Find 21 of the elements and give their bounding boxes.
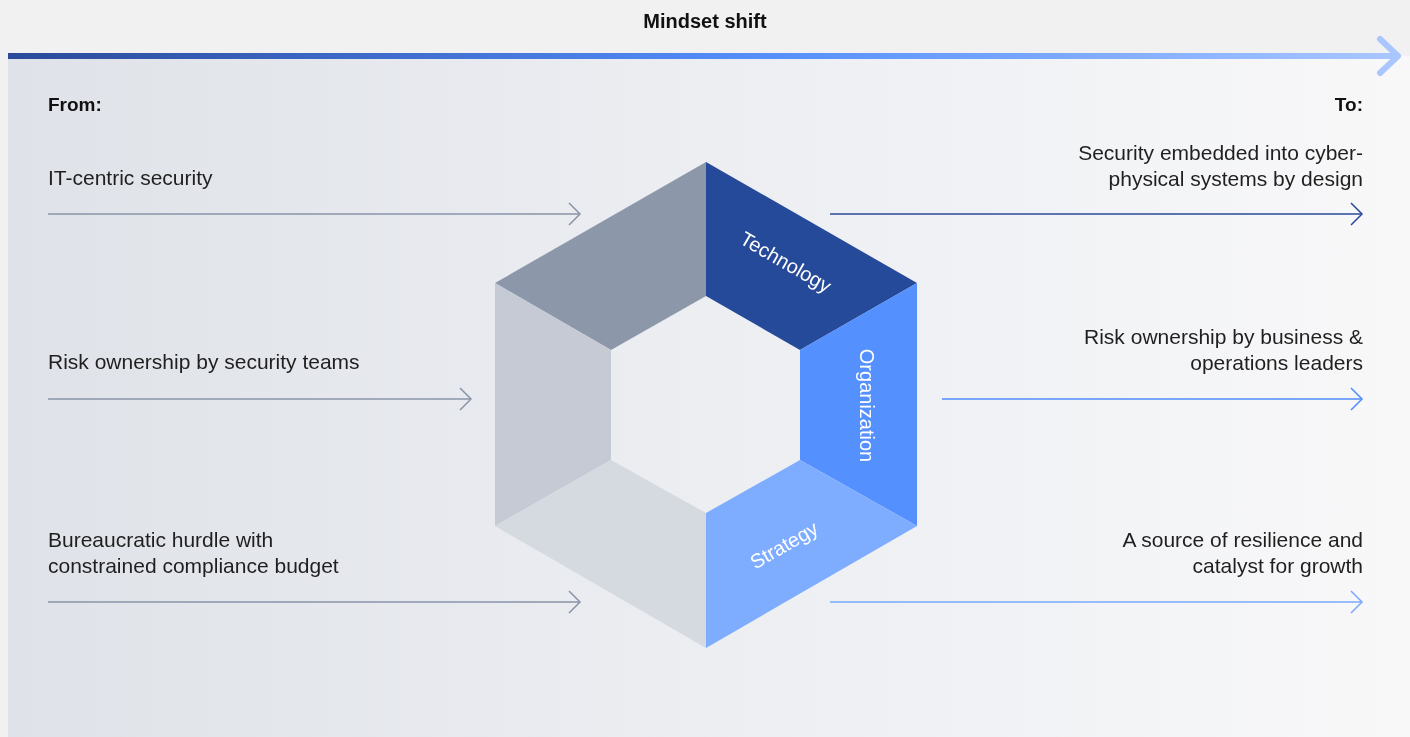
hexagon-segment: [706, 460, 917, 648]
hexagon-segment: [706, 162, 917, 350]
arrow: [941, 387, 1363, 411]
arrow: [47, 590, 581, 614]
hexagon-segment: [495, 283, 611, 526]
statement-text: Security embedded into cyber-physical systems by design: [1077, 140, 1363, 192]
arrow: [829, 590, 1363, 614]
hexagon-segment: [495, 460, 706, 648]
arrow: [47, 387, 472, 411]
column-heading: To:: [1334, 94, 1363, 116]
statement-text: Risk ownership by business & operations leaders: [1083, 324, 1363, 376]
title: Mindset shift: [642, 10, 768, 33]
column-heading: From:: [48, 94, 102, 116]
statement-text: A source of resilience and catalyst for growth: [1121, 527, 1363, 579]
statement-text: IT-centric security: [48, 165, 214, 191]
statement-text: Risk ownership by security teams: [48, 349, 361, 375]
arrow: [829, 202, 1363, 226]
segment-label: Organization: [854, 348, 878, 462]
statement-text: Bureaucratic hurdle with constrained compliance budget: [48, 527, 340, 579]
hexagon-segment: [495, 162, 706, 350]
arrow: [47, 202, 581, 226]
